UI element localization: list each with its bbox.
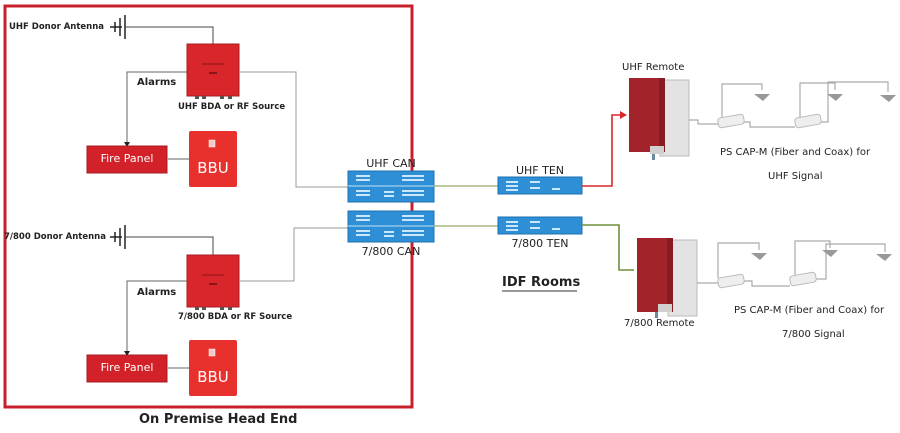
uhf-can-unit — [347, 170, 435, 203]
uhf-alarms-label: Alarms — [137, 77, 177, 88]
uhf-cap-label-line2: UHF Signal — [768, 171, 823, 182]
band800-can-label: 7/800 CAN — [361, 245, 421, 258]
band800-cap-m-unit-1 — [717, 273, 745, 289]
uhf-bda-label: UHF BDA or RF Source — [178, 102, 286, 112]
band800-cap-label-line2: 7/800 Signal — [782, 329, 845, 340]
uhf-alarm-line — [126, 71, 187, 142]
band800-ceiling-antenna-1 — [751, 253, 767, 260]
band800-remote-label: 7/800 Remote — [624, 318, 695, 329]
band800-bbu-device — [189, 340, 237, 396]
uhf-bda-device — [186, 43, 240, 99]
band800-ten-label: 7/800 TEN — [511, 237, 569, 250]
uhf-bda-to-can-line — [239, 71, 350, 188]
head-end-title: On Premise Head End — [139, 412, 298, 427]
band800-donor-antenna-icon — [110, 225, 126, 249]
head-end-boundary — [3, 4, 414, 409]
band800-can-unit — [347, 210, 435, 243]
uhf-ceiling-antenna-2 — [827, 94, 843, 101]
uhf-cap-m-unit-2 — [794, 113, 822, 129]
uhf-remote-arrow — [620, 111, 627, 119]
uhf-coax-chain — [689, 81, 889, 128]
uhf-alarm-arrow — [124, 142, 130, 147]
uhf-ten-label: UHF TEN — [515, 164, 565, 177]
band800-bda-to-can-line — [239, 227, 350, 282]
band800-coax-chain — [697, 240, 886, 287]
uhf-donor-antenna-label: UHF Donor Antenna — [9, 22, 105, 32]
idf-rooms-title: IDF Rooms — [502, 275, 581, 290]
uhf-cap-m-unit-1 — [717, 113, 745, 129]
band800-donor-feed-line — [125, 236, 214, 255]
uhf-donor-feed-line — [125, 26, 214, 44]
band800-bda-label: 7/800 BDA or RF Source — [178, 312, 293, 322]
band800-donor-antenna-label: 7/800 Donor Antenna — [4, 232, 106, 242]
uhf-ten-to-remote-link — [582, 114, 622, 187]
uhf-remote-device — [629, 78, 690, 160]
band800-alarm-arrow — [124, 351, 130, 356]
band800-fire-panel — [86, 354, 168, 383]
band800-ceiling-antenna-2 — [822, 250, 838, 257]
band800-remote-device — [637, 238, 698, 318]
band800-ceiling-antenna-3 — [876, 254, 892, 261]
uhf-fire-panel — [86, 145, 168, 174]
band800-cap-m-unit-2 — [789, 271, 817, 287]
uhf-ceiling-antenna-1 — [754, 94, 770, 101]
band800-cap-label-line1: PS CAP-M (Fiber and Coax) for — [734, 305, 885, 316]
uhf-can-label: UHF CAN — [366, 157, 416, 170]
band800-fire-panel-label: Fire Panel — [100, 361, 154, 374]
band800-ten-unit — [497, 216, 583, 235]
band800-alarms-label: Alarms — [137, 287, 177, 298]
uhf-bbu-device — [189, 131, 237, 187]
uhf-cap-label-line1: PS CAP-M (Fiber and Coax) for — [720, 147, 871, 158]
uhf-ten-unit — [497, 176, 583, 195]
uhf-remote-label: UHF Remote — [622, 62, 685, 73]
uhf-donor-antenna-icon — [110, 15, 126, 39]
band800-alarm-line — [126, 280, 187, 351]
band800-bbu-label: BBU — [197, 368, 229, 386]
uhf-ceiling-antenna-3 — [880, 95, 896, 102]
band800-ten-to-remote-link — [582, 224, 634, 271]
uhf-bbu-label: BBU — [197, 159, 229, 177]
band800-bda-device — [186, 254, 240, 310]
uhf-fire-panel-label: Fire Panel — [100, 152, 154, 165]
